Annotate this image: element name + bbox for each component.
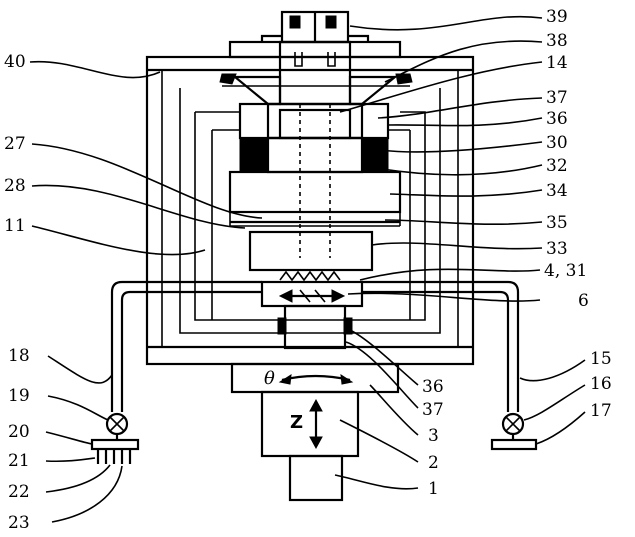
left-pipe-inner (122, 292, 262, 412)
leader-35 (385, 220, 542, 224)
lower-bearing-36 (285, 306, 345, 348)
leader-21 (46, 458, 95, 461)
head-mount-plate (230, 42, 400, 57)
roller-row (280, 272, 340, 280)
leader-39 (350, 17, 542, 30)
left-manifold-20 (92, 440, 138, 449)
motor-1 (290, 456, 342, 500)
label-19: 19 (8, 386, 30, 406)
seal-ring-left-30 (240, 138, 268, 172)
theta-arrowhead-right (341, 375, 352, 384)
label-40: 40 (4, 52, 26, 72)
label-33: 33 (546, 239, 568, 259)
head-cone-left (235, 77, 280, 104)
label-3: 3 (428, 426, 439, 446)
label-11: 11 (4, 216, 26, 236)
z-arrowhead-down (310, 437, 322, 448)
head-column-slot-left (295, 52, 302, 66)
label-20: 20 (8, 422, 30, 442)
label-37-lower: 37 (422, 400, 444, 420)
leader-36b (350, 330, 418, 385)
leader-16 (524, 385, 585, 420)
rotary-table-body (262, 282, 362, 306)
right-manifold-17 (492, 440, 536, 449)
label-14: 14 (546, 53, 568, 73)
label-16: 16 (590, 374, 612, 394)
leader-6 (348, 293, 540, 301)
label-23: 23 (8, 513, 30, 533)
label-22: 22 (8, 482, 30, 502)
spindle-collar-32 (268, 138, 362, 172)
leader-20 (46, 432, 92, 444)
head-assembly (220, 12, 412, 104)
leader-34 (390, 190, 542, 196)
leader-33 (372, 243, 542, 249)
head-cap-slot-left (290, 16, 300, 28)
leader-17 (536, 412, 585, 444)
label-36-lower: 36 (422, 377, 444, 397)
head-column-slot-right (328, 52, 335, 66)
theta-rotation-arc (282, 376, 350, 380)
spindle-neck (280, 110, 350, 138)
z-arrowhead-up (310, 400, 322, 411)
upper-platen-34 (230, 172, 400, 212)
leader-1 (335, 475, 418, 489)
label-6: 6 (578, 291, 589, 311)
label-34: 34 (546, 181, 568, 201)
label-32: 32 (546, 156, 568, 176)
z-symbol: Z (290, 412, 303, 433)
label-36-upper: 36 (546, 109, 568, 129)
label-28: 28 (4, 176, 26, 196)
platen-assembly (230, 172, 400, 270)
rotation-arrowhead-right (332, 290, 344, 302)
label-1: 1 (428, 479, 439, 499)
leader-18 (48, 356, 112, 383)
lower-platen-33 (250, 232, 372, 270)
label-37-upper: 37 (546, 88, 568, 108)
leader-4-31 (360, 269, 540, 280)
lower-spindle (232, 306, 398, 500)
rotation-arrowhead-left (280, 290, 292, 302)
label-18: 18 (8, 346, 30, 366)
leader-30 (380, 142, 542, 152)
label-17: 17 (590, 401, 612, 421)
lower-seal-left (278, 318, 286, 334)
z-stage-2 (262, 392, 358, 456)
label-39: 39 (546, 7, 568, 27)
label-4-31: 4, 31 (544, 261, 587, 281)
rotary-table (262, 272, 362, 306)
label-35: 35 (546, 213, 568, 233)
label-30: 30 (546, 133, 568, 153)
leader-36a (388, 118, 542, 126)
head-cap-slot-right (326, 16, 336, 28)
seal-ring-right-30 (362, 138, 388, 172)
theta-arrowhead-left (280, 375, 291, 384)
theta-symbol: θ (264, 368, 275, 389)
leader-15 (520, 360, 585, 381)
leader-37a (378, 98, 542, 118)
label-15: 15 (590, 349, 612, 369)
label-27: 27 (4, 134, 26, 154)
label-38: 38 (546, 31, 568, 51)
label-21: 21 (8, 451, 30, 471)
lower-seal-right (344, 318, 352, 334)
leader-11 (32, 226, 205, 255)
leader-23 (52, 466, 122, 522)
leader-40 (30, 62, 160, 78)
leader-19 (48, 396, 108, 420)
leader-22 (46, 465, 110, 492)
head-wedge-left (220, 74, 236, 84)
head-column (280, 42, 350, 104)
label-2: 2 (428, 453, 439, 473)
upper-spindle (240, 104, 388, 258)
